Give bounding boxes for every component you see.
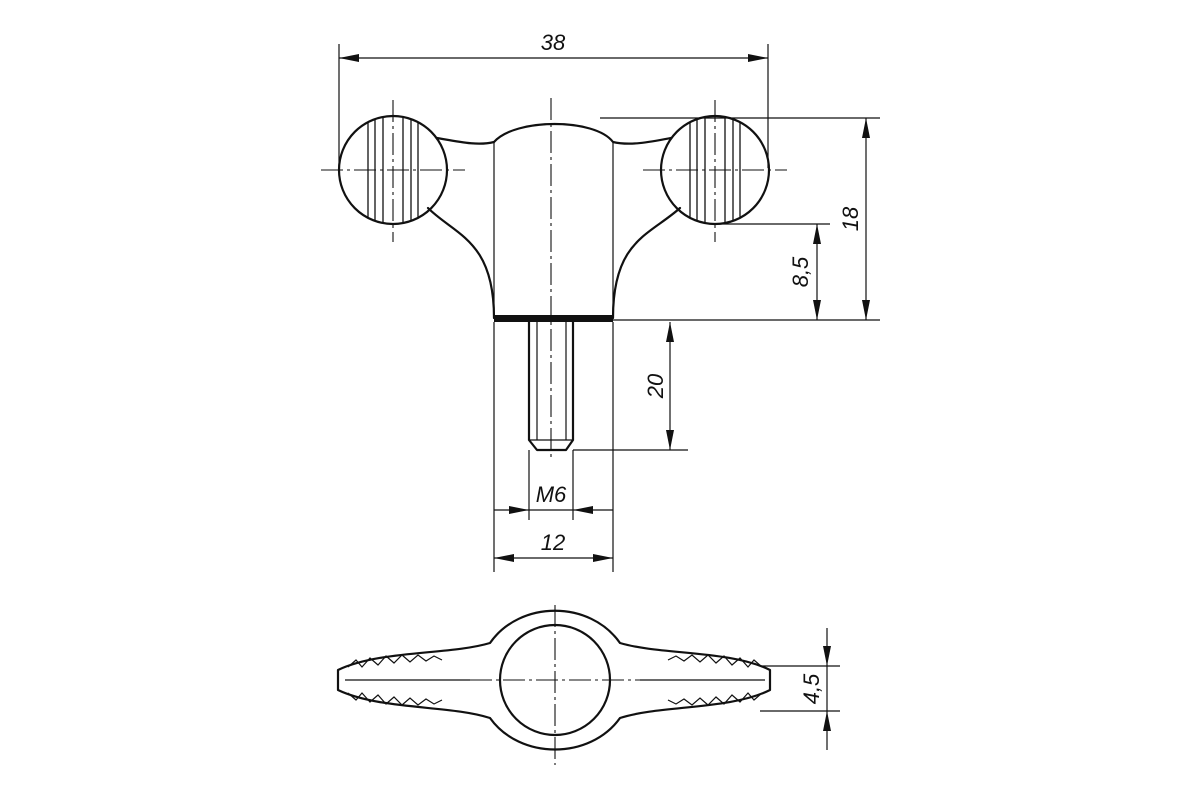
dimension-4-5: 4,5 <box>760 628 840 750</box>
dimension-18: 18 <box>600 117 880 321</box>
knob-body-lower-right <box>611 206 682 320</box>
dim-overall-width-label: 38 <box>541 30 566 55</box>
dim-thread-size-label: M6 <box>536 482 567 507</box>
dimension-m6: M6 <box>494 450 613 520</box>
dim-hub-diameter-label: 12 <box>541 530 565 555</box>
dim-height-label: 18 <box>838 206 863 231</box>
top-view <box>336 605 772 765</box>
dimension-20: 20 <box>573 322 688 451</box>
dim-wing-thickness-label: 4,5 <box>799 673 824 704</box>
dimension-12: 12 <box>493 322 614 572</box>
knob-body-lower-left <box>426 206 496 320</box>
hub-base-band <box>494 315 613 322</box>
dim-thread-length-label: 20 <box>643 373 668 399</box>
dimension-8-5: 8,5 <box>718 223 830 320</box>
front-view <box>321 98 787 460</box>
knob-body-outline <box>435 122 673 145</box>
dimension-38: 38 <box>338 30 769 168</box>
dim-center-height-label: 8,5 <box>788 256 813 287</box>
top-view-outline <box>336 609 772 751</box>
